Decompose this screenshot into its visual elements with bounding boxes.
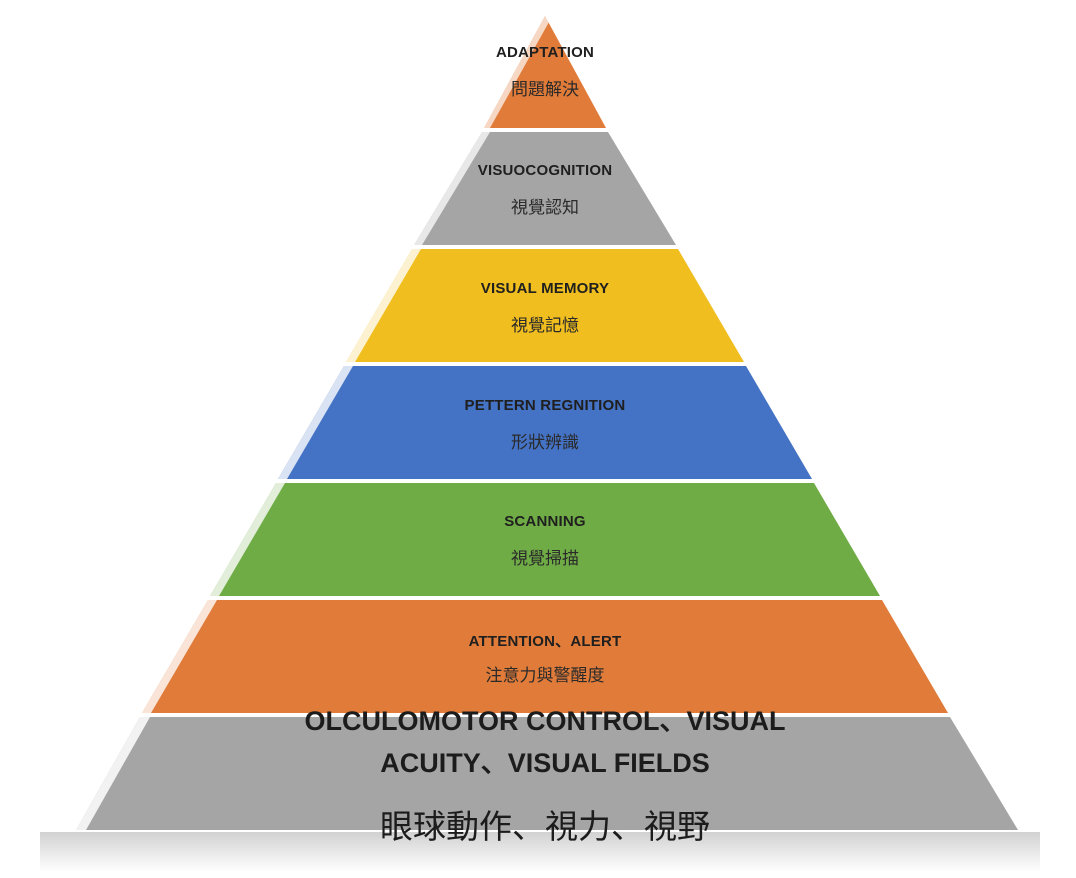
label-oculomotor-en-line1: OLCULOMOTOR CONTROL、VISUAL: [304, 706, 786, 736]
label-attention-alert-zh: 注意力與警醒度: [485, 666, 605, 686]
label-adaptation-zh: 問題解決: [511, 80, 579, 100]
label-adaptation-en: ADAPTATION: [495, 44, 595, 61]
level-attention-alert-highlight: [142, 600, 217, 713]
level-attention-alert: [142, 600, 948, 713]
level-adaptation: [484, 16, 606, 128]
pyramid-shadow: [40, 832, 1040, 872]
label-visual-memory-en: VISUAL MEMORY: [480, 280, 610, 297]
level-visuocognition: [414, 132, 676, 245]
level-visuocognition-highlight: [414, 132, 490, 245]
level-adaptation-highlight: [484, 16, 549, 128]
label-oculomotor-en-line2: ACUITY、VISUAL FIELDS: [380, 748, 710, 778]
label-oculomotor-zh: 眼球動作、視力、視野: [380, 807, 710, 846]
label-visuocognition-zh: 視覺認知: [511, 198, 579, 218]
level-visual-memory-highlight: [346, 249, 421, 362]
label-pattern-recognition-en: PETTERN REGNITION: [464, 397, 626, 414]
label-visual-memory-zh: 視覺記憶: [511, 316, 579, 336]
level-oculomotor-highlight: [76, 717, 150, 830]
label-scanning-en: SCANNING: [504, 513, 586, 530]
level-pattern-recognition-highlight: [278, 366, 353, 479]
level-visual-memory: [346, 249, 744, 362]
label-attention-alert-en: ATTENTION、ALERT: [468, 633, 622, 650]
level-oculomotor: [76, 717, 1018, 830]
level-scanning-highlight: [210, 483, 285, 596]
label-visuocognition-en: VISUOCOGNITION: [477, 162, 613, 179]
label-scanning-zh: 視覺掃描: [511, 549, 579, 569]
level-scanning: [210, 483, 880, 596]
label-pattern-recognition-zh: 形狀辨識: [511, 433, 579, 453]
level-pattern-recognition: [278, 366, 812, 479]
